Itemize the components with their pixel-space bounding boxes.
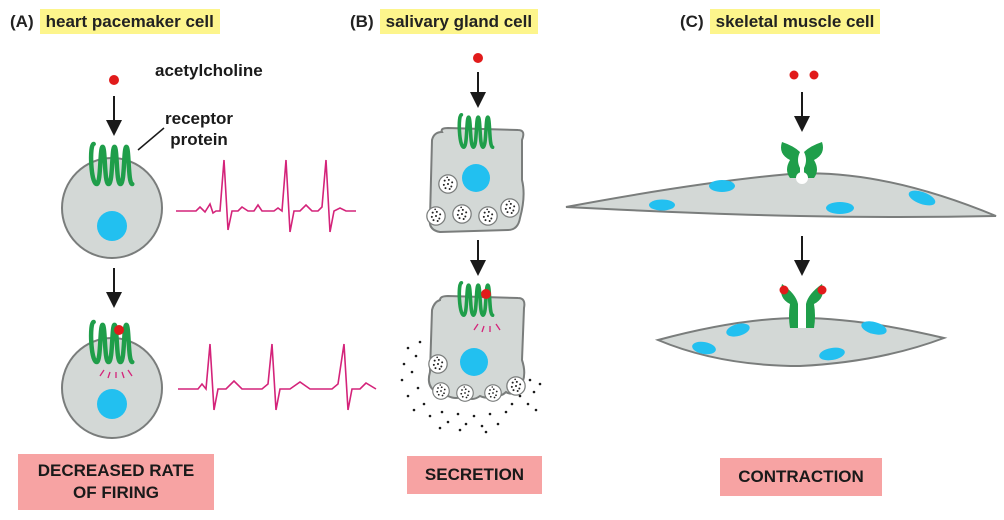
panel-a-title: heart pacemaker cell (39, 9, 220, 34)
vesicle-b1 (438, 174, 458, 194)
muscle-nucleus-c4 (908, 190, 936, 206)
result-c-line1: CONTRACTION (738, 467, 864, 486)
acetylcholine-bound-b (481, 289, 491, 299)
panel-b-title: salivary gland cell (379, 9, 539, 34)
nucleus-b-top (462, 164, 490, 192)
vesicle-b8 (456, 384, 474, 402)
vesicle-b7 (432, 382, 450, 400)
result-box-c: CONTRACTION (720, 458, 882, 496)
panel-b-letter: (B) (350, 12, 374, 31)
vesicle-b2 (426, 206, 446, 226)
vesicle-b4 (478, 206, 498, 226)
vesicle-b3 (452, 204, 472, 224)
muscle-nucleus-c7 (819, 347, 845, 361)
receptor-leader-line (137, 127, 165, 151)
acetylcholine-c-1 (789, 70, 799, 80)
acetylcholine-label: acetylcholine (155, 61, 263, 80)
muscle-cell-resting (565, 172, 997, 218)
result-b-line1: SECRETION (424, 465, 525, 484)
muscle-nucleus-c3 (826, 202, 854, 214)
receptor-label-line1: receptor (165, 109, 234, 128)
ecg-trace-fast (176, 159, 356, 233)
muscle-nucleus-c5 (726, 323, 750, 337)
result-a-line1: DECREASED RATE (37, 461, 195, 480)
muscle-nucleus-c2 (649, 199, 675, 211)
acetylcholine-molecule (109, 75, 119, 85)
vesicle-b9 (484, 384, 502, 402)
acetylcholine-c-2 (809, 70, 819, 80)
result-box-a: DECREASED RATE OF FIRING (18, 454, 214, 510)
vesicle-b5 (500, 198, 520, 218)
result-a-line2: OF FIRING (73, 483, 159, 502)
vesicle-b10 (506, 376, 526, 396)
panel-c-header: (C) skeletal muscle cell (680, 9, 881, 34)
receptor-label-line2: protein (170, 130, 228, 149)
acetylcholine-bound-c-2 (817, 285, 827, 295)
muscle-nucleus-c1 (709, 180, 735, 192)
panel-b-header: (B) salivary gland cell (350, 9, 539, 34)
panel-c-title: skeletal muscle cell (709, 9, 881, 34)
ion-channel-open (781, 284, 823, 328)
panel-a-header: (A) heart pacemaker cell (10, 9, 220, 34)
result-box-b: SECRETION (407, 456, 542, 494)
receptor-protein-label: receptor protein (165, 108, 233, 150)
nucleus-b-bottom (460, 348, 488, 376)
acetylcholine-b-top (473, 53, 483, 63)
muscle-nucleus-c8 (861, 321, 887, 335)
nucleus-a-top (97, 211, 127, 241)
panel-c-letter: (C) (680, 12, 704, 31)
ion-channel-closed (781, 142, 823, 184)
vesicle-b6 (428, 354, 448, 374)
activation-rays-a (99, 369, 133, 379)
activation-rays-b (473, 323, 501, 333)
acetylcholine-bound-c-1 (779, 285, 789, 295)
nucleus-a-bottom (97, 389, 127, 419)
muscle-nucleus-c6 (692, 341, 716, 355)
panel-a-letter: (A) (10, 12, 34, 31)
ecg-trace-slow (178, 343, 377, 411)
secreted-granules (400, 340, 542, 434)
acetylcholine-bound-a (114, 325, 124, 335)
